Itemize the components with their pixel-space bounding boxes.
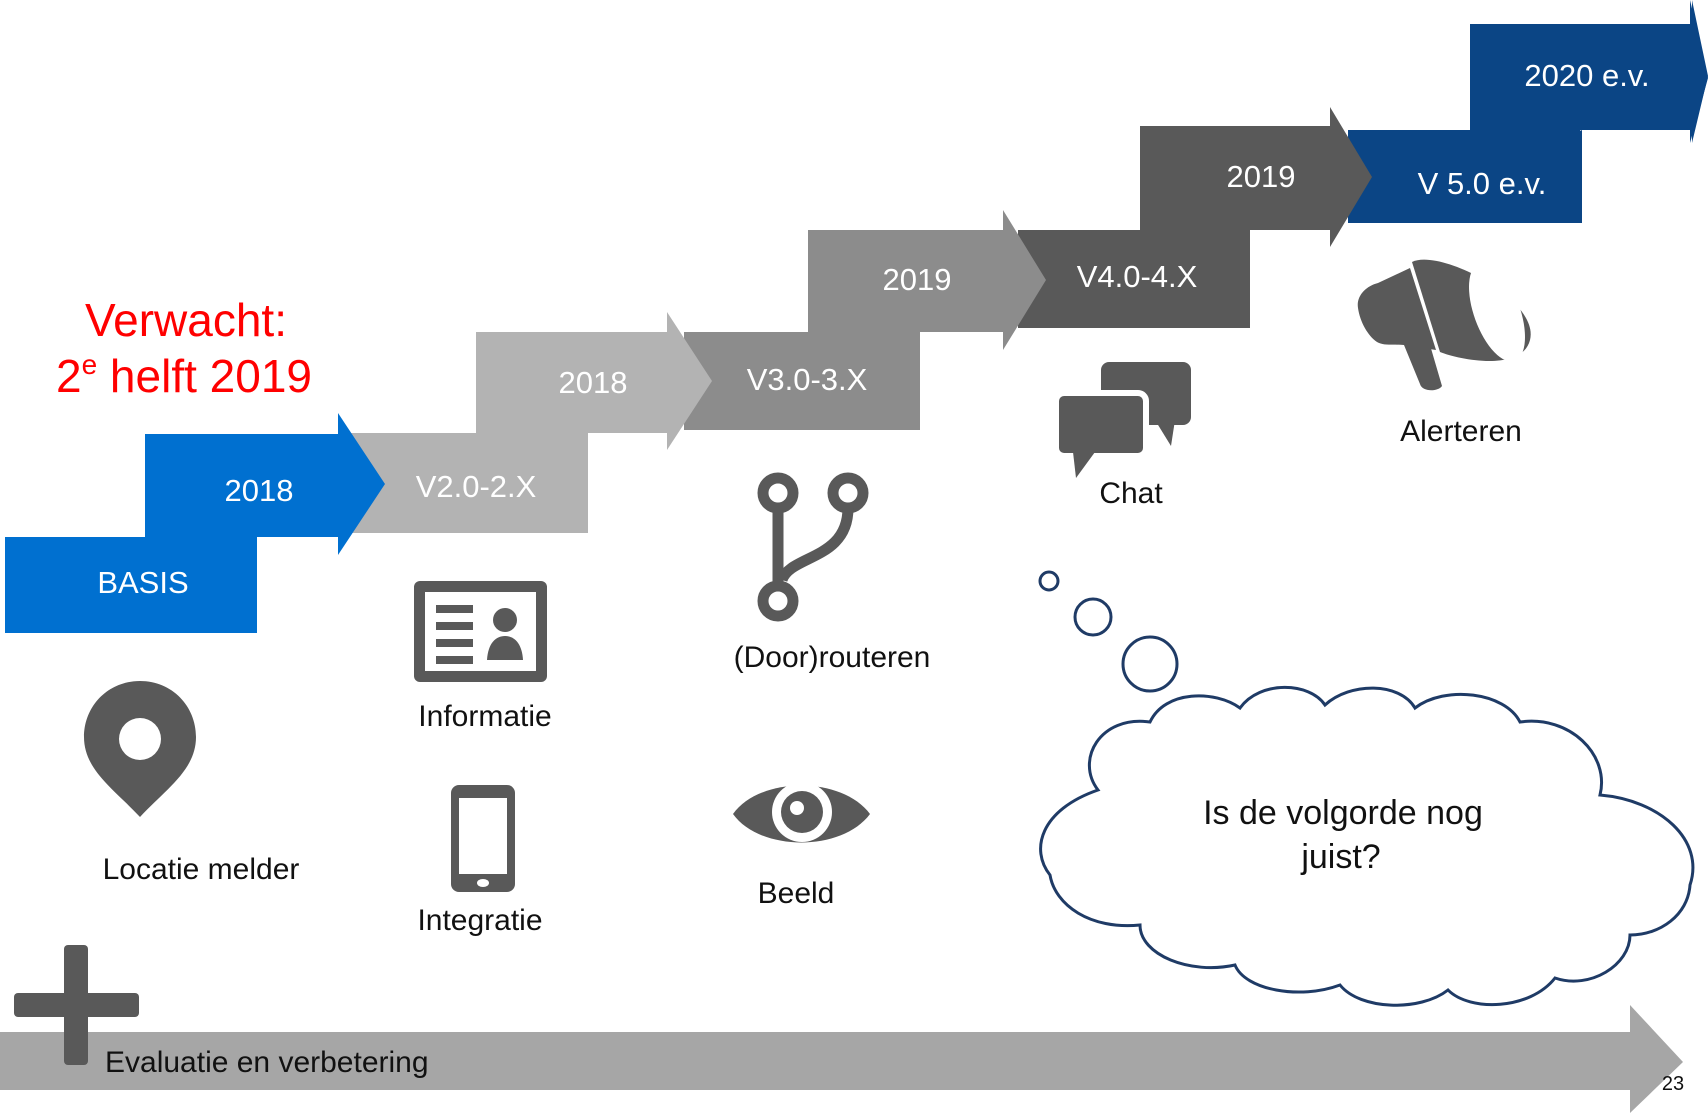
cloud-shape xyxy=(1039,685,1695,1007)
expected-line2: 2e helft 2019 xyxy=(56,349,312,402)
feature-label-beeld: Beeld xyxy=(758,877,835,910)
feature-label-routeren: (Door)routeren xyxy=(734,641,931,674)
feature-label-alerteren: Alerteren xyxy=(1400,415,1522,448)
step-v3-label: V3.0-3.X xyxy=(747,362,868,397)
evaluation-arrow xyxy=(0,1005,1683,1113)
id-card-icon xyxy=(414,581,547,682)
thought-line1: Is de volgorde nog xyxy=(1203,794,1483,832)
step-v5-year: 2020 e.v. xyxy=(1524,58,1649,93)
feature-label-locatie: Locatie melder xyxy=(103,853,300,886)
step-v4 xyxy=(1018,107,1372,328)
feature-label-integratie: Integratie xyxy=(417,904,542,937)
expected-line1: Verwacht: xyxy=(85,294,287,346)
location-pin-icon xyxy=(84,681,196,817)
step-v5 xyxy=(1348,0,1708,223)
step-basis xyxy=(5,413,385,633)
step-v4-year: 2019 xyxy=(1227,159,1296,194)
plus-icon xyxy=(14,945,139,1065)
step-v3-year: 2019 xyxy=(883,262,952,297)
thought-cloud xyxy=(1038,570,1695,1007)
step-v2-label: V2.0-2.X xyxy=(416,469,537,504)
thought-dot-small xyxy=(1038,570,1060,592)
chat-bubbles-icon xyxy=(1053,362,1191,478)
eye-icon xyxy=(733,782,870,843)
step-v5-label: V 5.0 e.v. xyxy=(1418,166,1547,201)
step-basis-label: BASIS xyxy=(97,565,188,600)
smartphone-icon xyxy=(451,785,515,892)
step-v2-year: 2018 xyxy=(559,365,628,400)
step-v4-label: V4.0-4.X xyxy=(1077,259,1198,294)
step-basis-year: 2018 xyxy=(225,473,294,508)
thought-dot-medium xyxy=(1073,597,1113,637)
feature-label-informatie: Informatie xyxy=(418,700,551,733)
megaphone-icon xyxy=(1357,259,1531,391)
thought-dot-large xyxy=(1121,635,1179,693)
step-v3 xyxy=(684,210,1046,430)
thought-line2: juist? xyxy=(1300,838,1380,876)
page-number: 23 xyxy=(1662,1073,1684,1095)
fork-route-icon xyxy=(757,472,869,622)
step-v2 xyxy=(350,312,712,533)
evaluation-label: Evaluatie en verbetering xyxy=(105,1046,429,1079)
feature-label-chat: Chat xyxy=(1099,477,1163,510)
